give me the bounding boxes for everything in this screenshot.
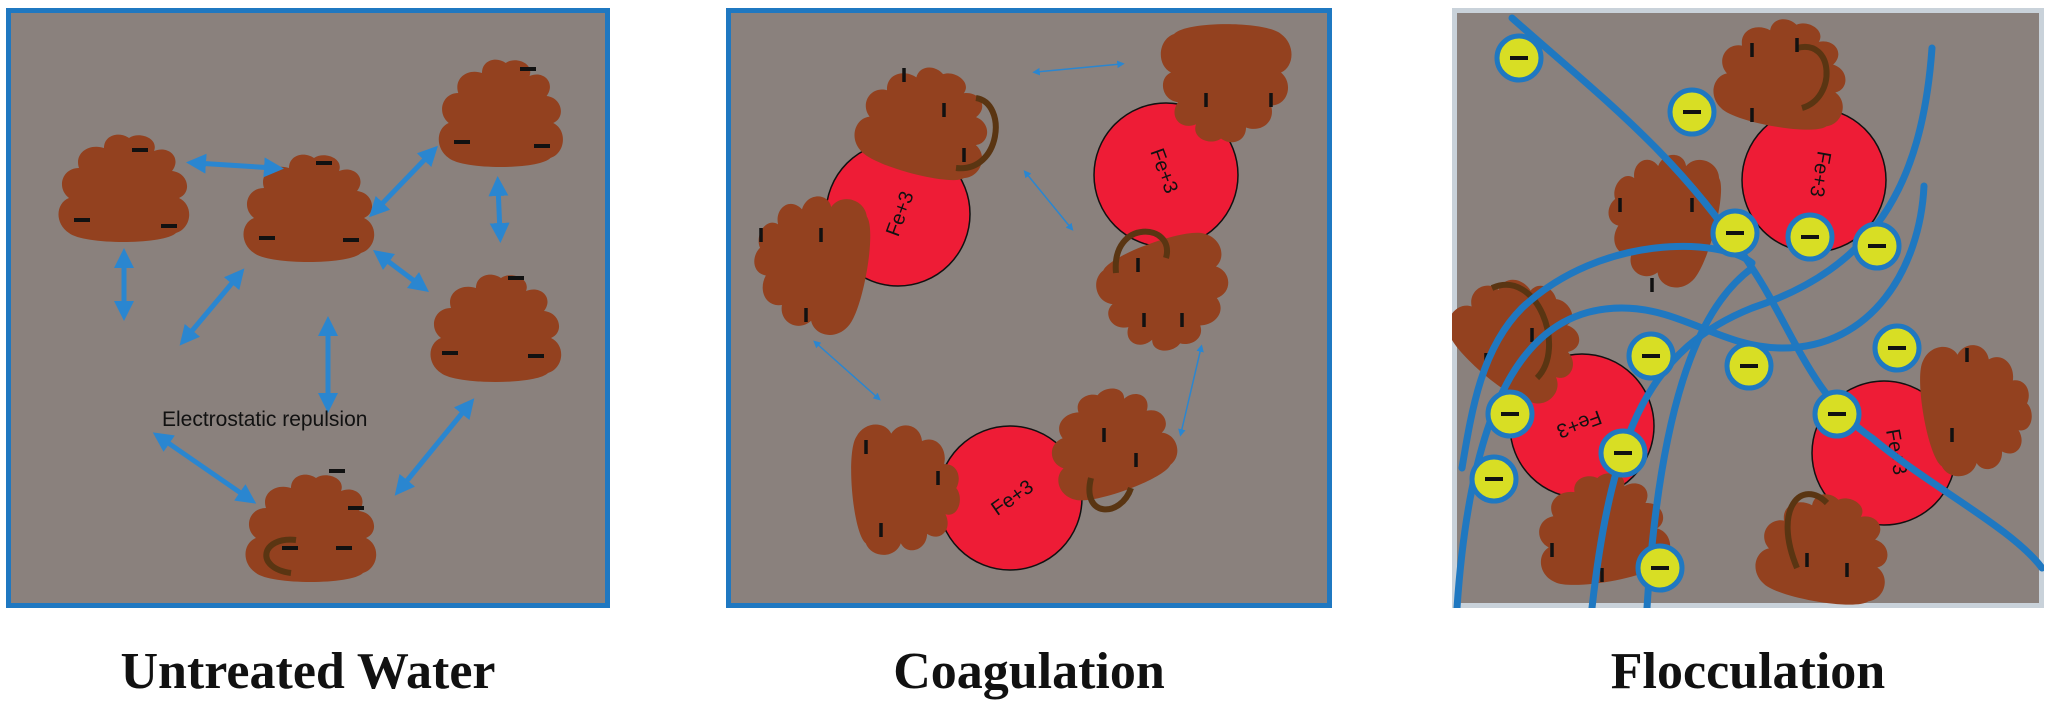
negative-charges [1484, 38, 1969, 582]
charge-bead [1667, 87, 1717, 137]
interaction-arrow [1178, 344, 1204, 437]
interaction-arrow [1032, 60, 1125, 76]
flocculation-diagram: Fe+3 Fe+3 Fe+3 [1452, 8, 2044, 608]
caption-coagulation: Coagulation [893, 643, 1165, 700]
repulsion-arrow [369, 145, 438, 218]
charge-bead [1494, 33, 1544, 83]
repulsion-arrow [152, 432, 257, 504]
charge-bead [1785, 212, 1835, 262]
charge-bead [1469, 454, 1519, 504]
particle-surface-mark [955, 95, 999, 172]
polymer-chain [1458, 242, 1756, 472]
interaction-arrow [1023, 170, 1074, 231]
particle-surface-mark [1796, 43, 1830, 111]
repulsion-arrow [373, 250, 429, 292]
particle-surface-marks [1490, 43, 1830, 570]
particle-surface-mark [1086, 477, 1134, 513]
charge-bead [1598, 428, 1648, 478]
coagulation-diagram: Fe+3 Fe+3 Fe+3 [726, 8, 1332, 608]
caption-untreated-water: Untreated Water [120, 643, 496, 700]
negative-charges [74, 67, 550, 550]
repulsion-arrow [179, 268, 245, 346]
panel-coagulation: Fe+3 Fe+3 Fe+3 [726, 8, 1332, 608]
repulsion-annotation: Electrostatic repulsion [162, 408, 367, 431]
charge-bead [1626, 331, 1676, 381]
repulsion-arrow [186, 153, 284, 178]
charge-beads [1469, 33, 1922, 593]
polymer-chain [1643, 264, 1756, 608]
particle-surface-mark [1490, 282, 1553, 381]
charge-bead [1635, 543, 1685, 593]
panel-flocculation: Fe+3 Fe+3 Fe+3 [1452, 8, 2044, 608]
charge-bead [1852, 221, 1902, 271]
untreated-water-diagram: Electrostatic repulsion [6, 8, 610, 608]
charge-bead [1710, 208, 1760, 258]
negative-charges [759, 68, 1273, 537]
charge-bead [1724, 341, 1774, 391]
repulsion-arrow [488, 176, 510, 243]
polymer-chains [1453, 14, 2044, 608]
interaction-arrow [813, 340, 881, 401]
particle-surface-mark [1784, 491, 1830, 570]
attraction-arrows [813, 60, 1204, 437]
particle-surface-mark [263, 536, 297, 576]
charge-bead [1485, 389, 1535, 439]
repulsion-arrow [394, 398, 475, 496]
particle-surface-mark [1112, 228, 1171, 274]
polymer-chain [1508, 14, 2044, 572]
charge-bead [1872, 323, 1922, 373]
caption-flocculation: Flocculation [1610, 643, 1886, 700]
repulsion-arrows [114, 145, 510, 504]
charge-bead [1812, 389, 1862, 439]
panel-untreated-water: Electrostatic repulsion [6, 8, 610, 608]
